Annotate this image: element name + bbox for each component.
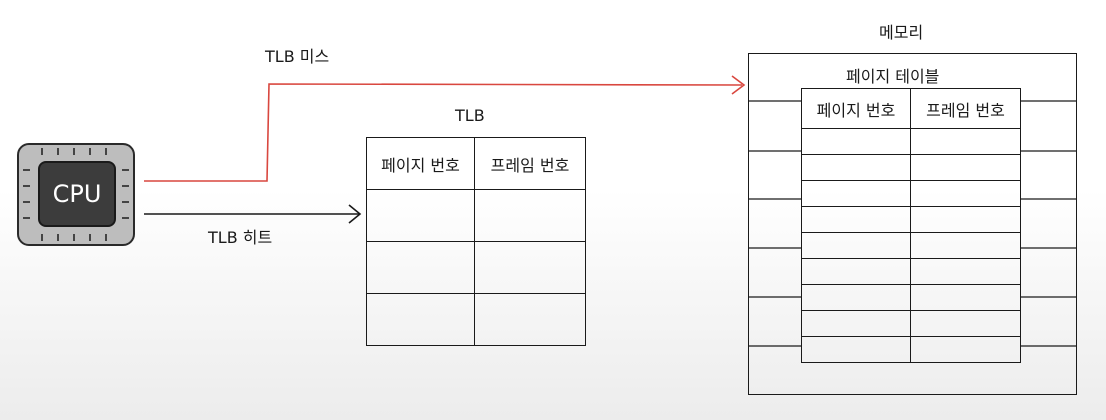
table-row (801, 206, 1021, 233)
table-cell (801, 310, 911, 337)
table-cell (801, 232, 911, 259)
page-table-title: 페이지 테이블 (846, 67, 940, 86)
table-cell (474, 189, 586, 242)
memory-box (748, 53, 1077, 395)
table-row (801, 336, 1021, 363)
cpu-chip: CPU (17, 143, 135, 246)
table-cell (366, 293, 475, 346)
tlb-hit-arrowhead (348, 204, 362, 224)
cpu-pin (122, 201, 129, 203)
table-cell (910, 154, 1021, 181)
table-cell (801, 154, 911, 181)
cpu-pin (105, 148, 107, 155)
table-row (801, 284, 1021, 311)
cpu-pin (122, 185, 129, 187)
table-cell (801, 180, 911, 207)
cpu-pin (105, 234, 107, 241)
table-row (801, 154, 1021, 181)
table-cell (910, 258, 1021, 285)
cpu-pin (73, 148, 75, 155)
table-cell (366, 241, 475, 294)
table-row (801, 310, 1021, 337)
table-cell (910, 232, 1021, 259)
table-row (366, 241, 586, 294)
page-table: 페이지 번호 프레임 번호 (801, 88, 1021, 363)
table-row (366, 189, 586, 242)
table-row (801, 180, 1021, 207)
table-cell (801, 206, 911, 233)
table-cell (910, 310, 1021, 337)
table-row (801, 128, 1021, 155)
tlb-miss-arrowhead (731, 75, 746, 95)
cpu-pin (41, 234, 43, 241)
table-cell (801, 258, 911, 285)
table-row (366, 293, 586, 346)
tlb-header-row: 페이지 번호 프레임 번호 (366, 137, 586, 190)
page-table-header-row: 페이지 번호 프레임 번호 (801, 88, 1021, 129)
table-cell (474, 293, 586, 346)
cpu-pin (23, 201, 30, 203)
table-row (801, 232, 1021, 259)
table-cell (910, 336, 1021, 363)
table-cell (801, 336, 911, 363)
cpu-pin (89, 148, 91, 155)
tlb-miss-arrow (144, 83, 743, 182)
cpu-pin (122, 169, 129, 171)
cpu-pin (23, 217, 30, 219)
cpu-label: CPU (38, 161, 116, 227)
table-cell (801, 128, 911, 155)
cpu-pin (122, 217, 129, 219)
memory-title: 메모리 (879, 23, 924, 42)
tlb-hit-label: TLB 히트 (208, 228, 273, 247)
tlb-header-page-number: 페이지 번호 (366, 137, 475, 190)
cpu-pin (23, 169, 30, 171)
table-cell (801, 284, 911, 311)
table-cell (474, 241, 586, 294)
table-cell (910, 180, 1021, 207)
cpu-pin (73, 234, 75, 241)
tlb-title: TLB (455, 106, 485, 125)
cpu-pin (41, 148, 43, 155)
cpu-pin (57, 148, 59, 155)
cpu-pin (89, 234, 91, 241)
cpu-pin (57, 234, 59, 241)
table-cell (910, 206, 1021, 233)
table-cell (910, 284, 1021, 311)
cpu-pin (23, 185, 30, 187)
table-cell (910, 128, 1021, 155)
tlb-table: 페이지 번호 프레임 번호 (366, 137, 586, 346)
tlb-miss-label: TLB 미스 (265, 47, 330, 66)
page-table-header-page-number: 페이지 번호 (801, 88, 911, 129)
page-table-header-frame-number: 프레임 번호 (910, 88, 1021, 129)
table-row (801, 258, 1021, 285)
